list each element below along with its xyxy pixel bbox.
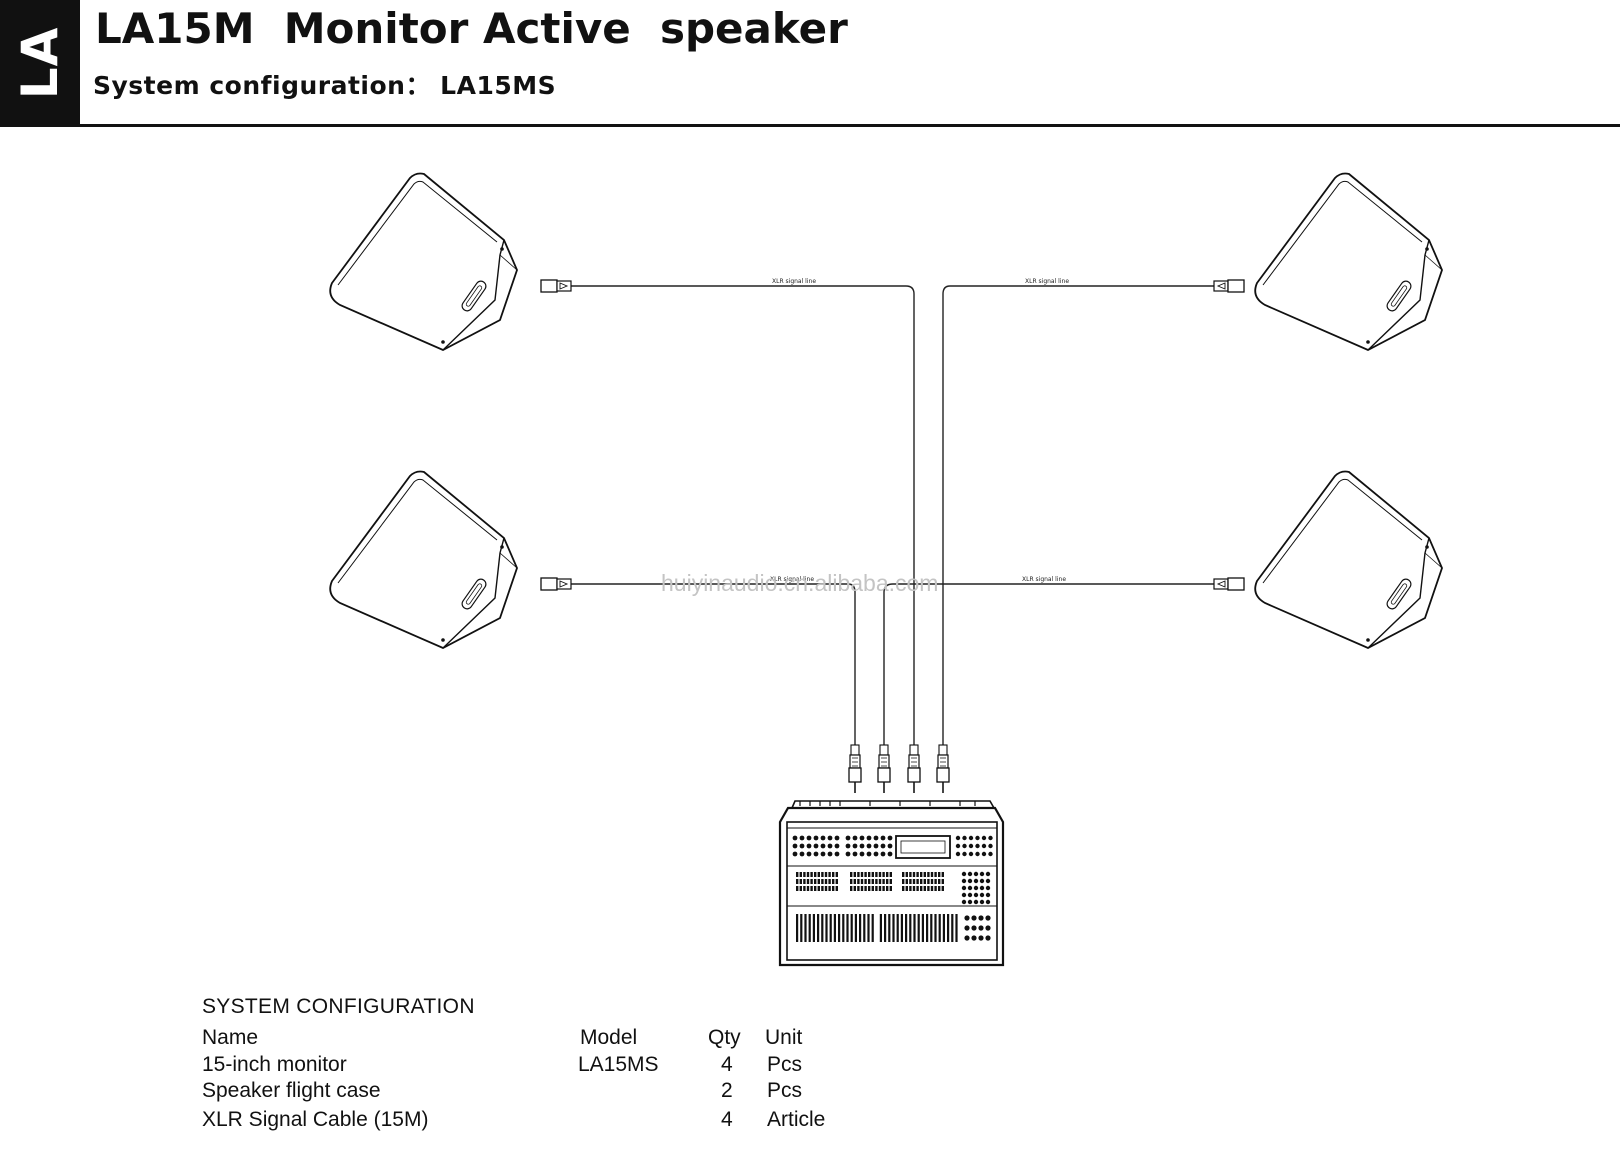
- config-qty: 2: [721, 1079, 733, 1102]
- col-model-header: Model: [580, 1026, 638, 1049]
- header-divider: [80, 124, 1620, 127]
- monitor-speaker-bottom-left: [329, 470, 518, 649]
- xlr-plug-bottom-right: [1207, 577, 1245, 591]
- page-title: LA15M Monitor Active speaker: [95, 4, 848, 53]
- config-row: XLR Signal Cable (15M) 4 Article: [202, 1108, 902, 1134]
- xlr-plug-top-right: [1207, 279, 1245, 293]
- cable-label-bottom-right: XLR signal line: [1022, 576, 1066, 583]
- xlr-cable-top-left: [577, 285, 915, 793]
- monitor-speaker-top-left: [329, 172, 518, 351]
- config-heading: SYSTEM CONFIGURATION: [202, 995, 475, 1018]
- mixer-xlr-plug-2: [877, 744, 891, 794]
- config-qty: 4: [721, 1108, 733, 1131]
- mixer-xlr-plug-4: [936, 744, 950, 794]
- col-qty-header: Qty: [708, 1026, 741, 1049]
- config-unit: Article: [767, 1108, 826, 1131]
- config-header-row: Name Model Qty Unit: [202, 1026, 902, 1052]
- monitor-speaker-top-right: [1254, 172, 1443, 351]
- watermark: huiyinaudio.cn.alibaba.com: [661, 570, 938, 596]
- xlr-plug-bottom-left: [540, 577, 578, 591]
- mixer-xlr-plug-1: [848, 744, 862, 794]
- config-name: Speaker flight case: [202, 1079, 381, 1102]
- xlr-cable-bottom-left: [577, 583, 856, 793]
- config-row: 15-inch monitor LA15MS 4 Pcs: [202, 1053, 902, 1079]
- xlr-plug-top-left: [540, 279, 578, 293]
- cable-label-top-left: XLR signal line: [772, 278, 816, 285]
- config-qty: 4: [721, 1053, 733, 1076]
- mixer-xlr-plug-3: [907, 744, 921, 794]
- monitor-speaker-bottom-right: [1254, 470, 1443, 649]
- col-name-header: Name: [202, 1026, 259, 1049]
- config-name: 15-inch monitor: [202, 1053, 347, 1076]
- system-diagram: XLR signal line XLR signal line XLR sign…: [329, 172, 1443, 967]
- series-tab: LA: [0, 0, 80, 127]
- xlr-cable-bottom-right: [883, 583, 1208, 793]
- config-unit: Pcs: [767, 1053, 803, 1076]
- config-name: XLR Signal Cable (15M): [202, 1108, 429, 1131]
- col-unit-header: Unit: [765, 1026, 803, 1049]
- cable-label-bottom-left: XLR signal line: [770, 576, 814, 583]
- page-subtitle: System configuration： LA15MS: [93, 71, 557, 100]
- xlr-cable-top-right: [942, 285, 1208, 793]
- config-unit: Pcs: [767, 1079, 803, 1102]
- digital-mixing-console: [778, 800, 1005, 967]
- config-model: LA15MS: [578, 1053, 659, 1076]
- config-row: Speaker flight case 2 Pcs: [202, 1079, 902, 1105]
- cable-label-top-right: XLR signal line: [1025, 278, 1069, 285]
